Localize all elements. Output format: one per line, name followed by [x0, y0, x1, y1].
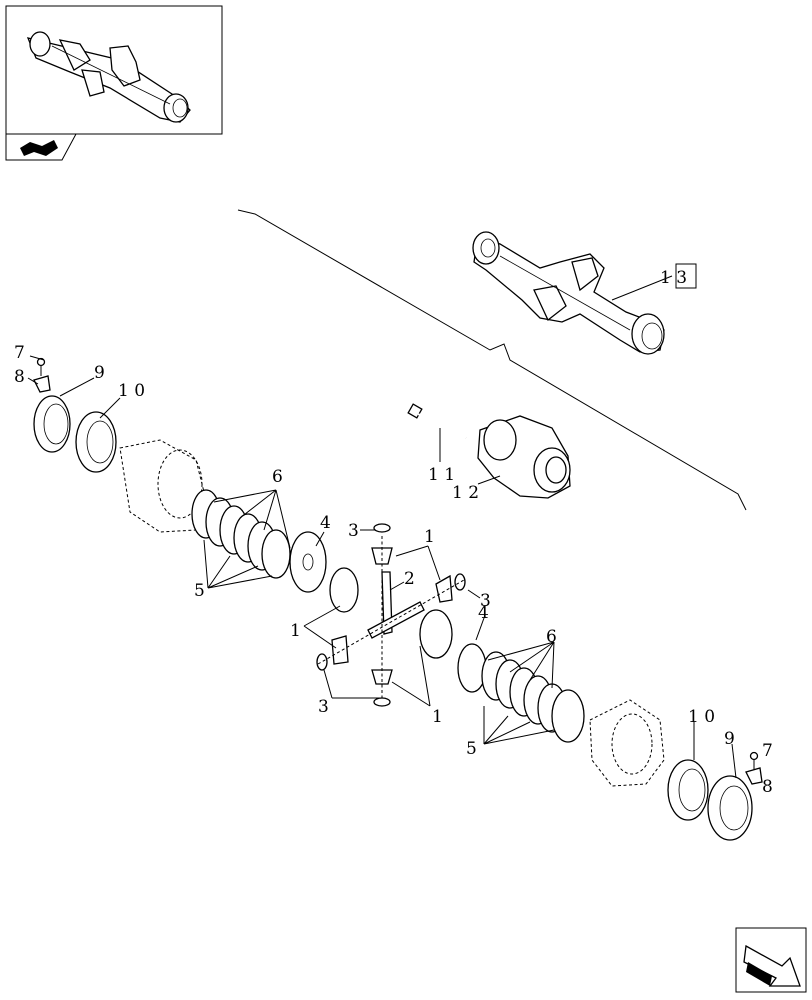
- callout-6-right: 6: [546, 627, 557, 647]
- case-half-right-dashed: [589, 699, 665, 787]
- callout-13: 1 3: [660, 268, 687, 288]
- ring-nut-part-left: [33, 395, 71, 453]
- next-page-arrow-icon[interactable]: [735, 927, 807, 993]
- callout-6-left: 6: [272, 467, 283, 487]
- callout-8-right: 8: [762, 777, 773, 797]
- thrust-washer-right: [457, 643, 487, 693]
- callout-9-left: 9: [94, 363, 105, 383]
- callout-7-left: 7: [14, 343, 25, 363]
- callout-13-box: [675, 263, 697, 289]
- callout-7-right: 7: [762, 741, 773, 761]
- callout-4-right: 4: [478, 603, 489, 623]
- axle-thumbnail[interactable]: [5, 5, 223, 135]
- callout-5-left: 5: [194, 581, 205, 601]
- pinion-gear-top: [371, 523, 393, 565]
- screw-part-left: [36, 357, 46, 376]
- leader-13: [611, 275, 673, 301]
- bearing-part-right: [667, 759, 709, 821]
- callout-9-right: 9: [724, 729, 735, 749]
- pinion-gear-right: [435, 573, 466, 603]
- callout-3-top: 3: [348, 521, 359, 541]
- callout-2: 2: [404, 569, 415, 589]
- cross-shaft-part: [367, 571, 425, 639]
- callout-4-left: 4: [320, 513, 331, 533]
- thrust-washer-left: [289, 531, 327, 593]
- lock-plate-part-left: [33, 375, 51, 393]
- pinion-gear-left: [316, 635, 349, 671]
- callout-11: 1 1: [428, 465, 455, 485]
- callout-1-left: 1: [290, 621, 301, 641]
- lock-plate-part-right: [745, 767, 763, 785]
- pinion-gear-bottom: [371, 669, 393, 707]
- assembly-boundary-line: [237, 209, 747, 511]
- open-book-icon[interactable]: [5, 133, 77, 161]
- callout-1-top: 1: [424, 527, 435, 547]
- clutch-disc-pack-left: [191, 489, 291, 579]
- side-gear-right: [419, 609, 453, 659]
- side-gear-left: [329, 567, 359, 613]
- clutch-disc-pack-right: [481, 651, 585, 743]
- differential-housing-part: [477, 415, 571, 499]
- ring-nut-part-right: [707, 775, 753, 841]
- axle-housing-part: [472, 231, 665, 355]
- callout-12: 1 2: [452, 483, 479, 503]
- callout-8-left: 8: [14, 367, 25, 387]
- callout-3-right: 3: [480, 591, 491, 611]
- callout-10-left: 1 0: [118, 381, 145, 401]
- callout-1-bottom: 1: [432, 707, 443, 727]
- callout-5-right: 5: [466, 739, 477, 759]
- callout-10-right: 1 0: [688, 707, 715, 727]
- screw-part-right: [749, 751, 759, 770]
- callout-3-bottom: 3: [318, 697, 329, 717]
- bolt-part: [407, 403, 467, 439]
- bearing-part-left: [75, 411, 117, 473]
